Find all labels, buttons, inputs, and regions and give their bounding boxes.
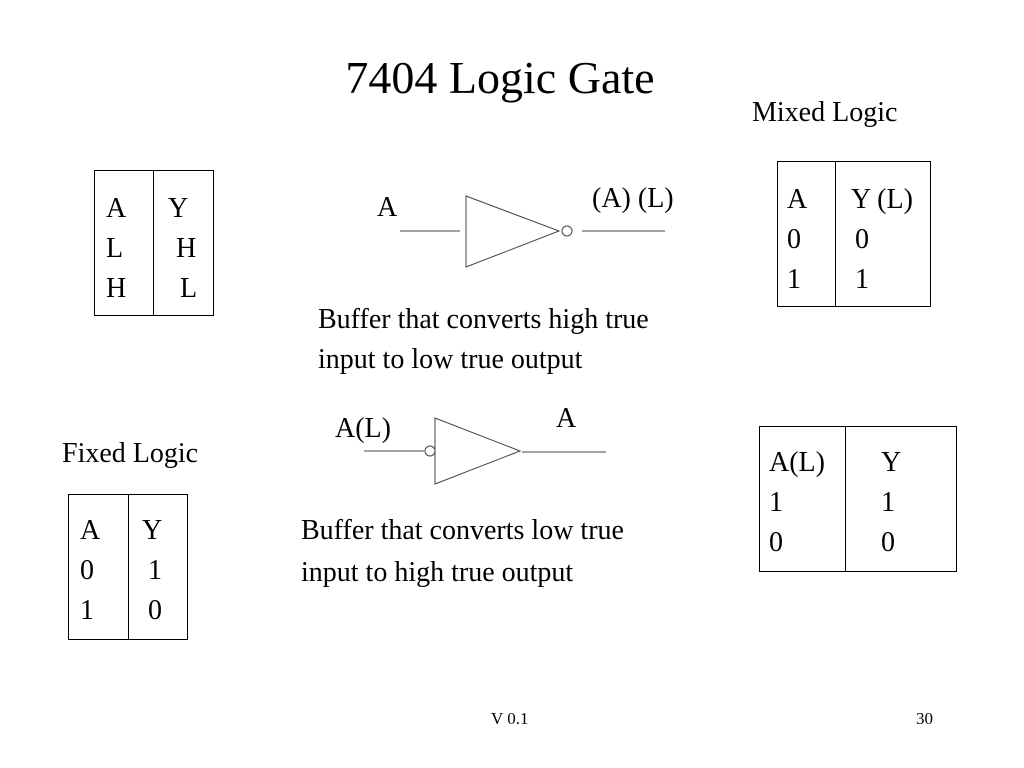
truth-table-hl: A Y L H H L xyxy=(94,170,214,316)
cell-r1-y: 0 xyxy=(855,224,869,255)
header-y: Y xyxy=(881,447,902,478)
cell-r2-y: 1 xyxy=(855,264,869,295)
truth-table-fixed: A Y 0 1 1 0 xyxy=(68,494,188,640)
page-number: 30 xyxy=(916,709,933,728)
cell-r1-y: H xyxy=(176,233,197,264)
cell-r2-y: L xyxy=(180,273,198,304)
cell-r1-y: 1 xyxy=(881,487,895,518)
cell-r1-y: 1 xyxy=(148,555,162,586)
truth-table-low-in: A(L) Y 1 1 0 0 xyxy=(759,426,957,572)
cell-r1-a: 0 xyxy=(787,224,801,255)
inversion-bubble xyxy=(561,225,573,237)
gate-top-caption-line1: Buffer that converts high true xyxy=(318,304,649,335)
gate-top-caption-line2: input to low true output xyxy=(318,344,583,375)
gate-bottom-output-label: A xyxy=(556,403,577,434)
cell-r2-a: H xyxy=(106,273,127,304)
cell-r2-a: 1 xyxy=(80,595,94,626)
footer-version: V 0.1 xyxy=(491,709,529,728)
gate-top-output-label: (A) (L) xyxy=(592,183,674,214)
table-border xyxy=(777,161,931,307)
header-y-l: Y (L) xyxy=(851,184,913,215)
table-divider xyxy=(835,161,836,307)
cell-r1-a: 0 xyxy=(80,555,94,586)
table-divider xyxy=(128,494,129,640)
table-divider xyxy=(845,426,846,572)
slide-title: 7404 Logic Gate xyxy=(345,52,655,103)
cell-r1-a: 1 xyxy=(769,487,783,518)
header-y: Y xyxy=(142,515,163,546)
cell-r2-y: 0 xyxy=(881,527,895,558)
buffer-triangle xyxy=(465,195,561,268)
gate-bottom-caption-line1: Buffer that converts low true xyxy=(301,515,624,546)
mixed-logic-label: Mixed Logic xyxy=(752,97,898,128)
cell-r2-a: 0 xyxy=(769,527,783,558)
inverter-input-bubble-symbol xyxy=(364,417,606,485)
gate-bottom-caption-line2: input to high true output xyxy=(301,557,574,588)
buffer-triangle xyxy=(434,417,522,485)
header-a: A xyxy=(80,515,101,546)
table-divider xyxy=(153,170,154,316)
cell-r1-a: L xyxy=(106,233,124,264)
truth-table-mixed: A Y (L) 0 0 1 1 xyxy=(777,161,931,307)
header-a: A xyxy=(106,193,127,224)
inverter-output-bubble-symbol xyxy=(400,195,665,268)
fixed-logic-label: Fixed Logic xyxy=(62,438,199,469)
gate-bottom-input-label: A(L) xyxy=(335,413,391,444)
cell-r2-y: 0 xyxy=(148,595,162,626)
header-a-l: A(L) xyxy=(769,447,825,478)
header-y: Y xyxy=(168,193,189,224)
table-border xyxy=(94,170,214,316)
gate-top-input-label: A xyxy=(377,192,398,223)
inversion-bubble xyxy=(424,445,436,457)
cell-r2-a: 1 xyxy=(787,264,801,295)
header-a: A xyxy=(787,184,808,215)
table-border xyxy=(759,426,957,572)
